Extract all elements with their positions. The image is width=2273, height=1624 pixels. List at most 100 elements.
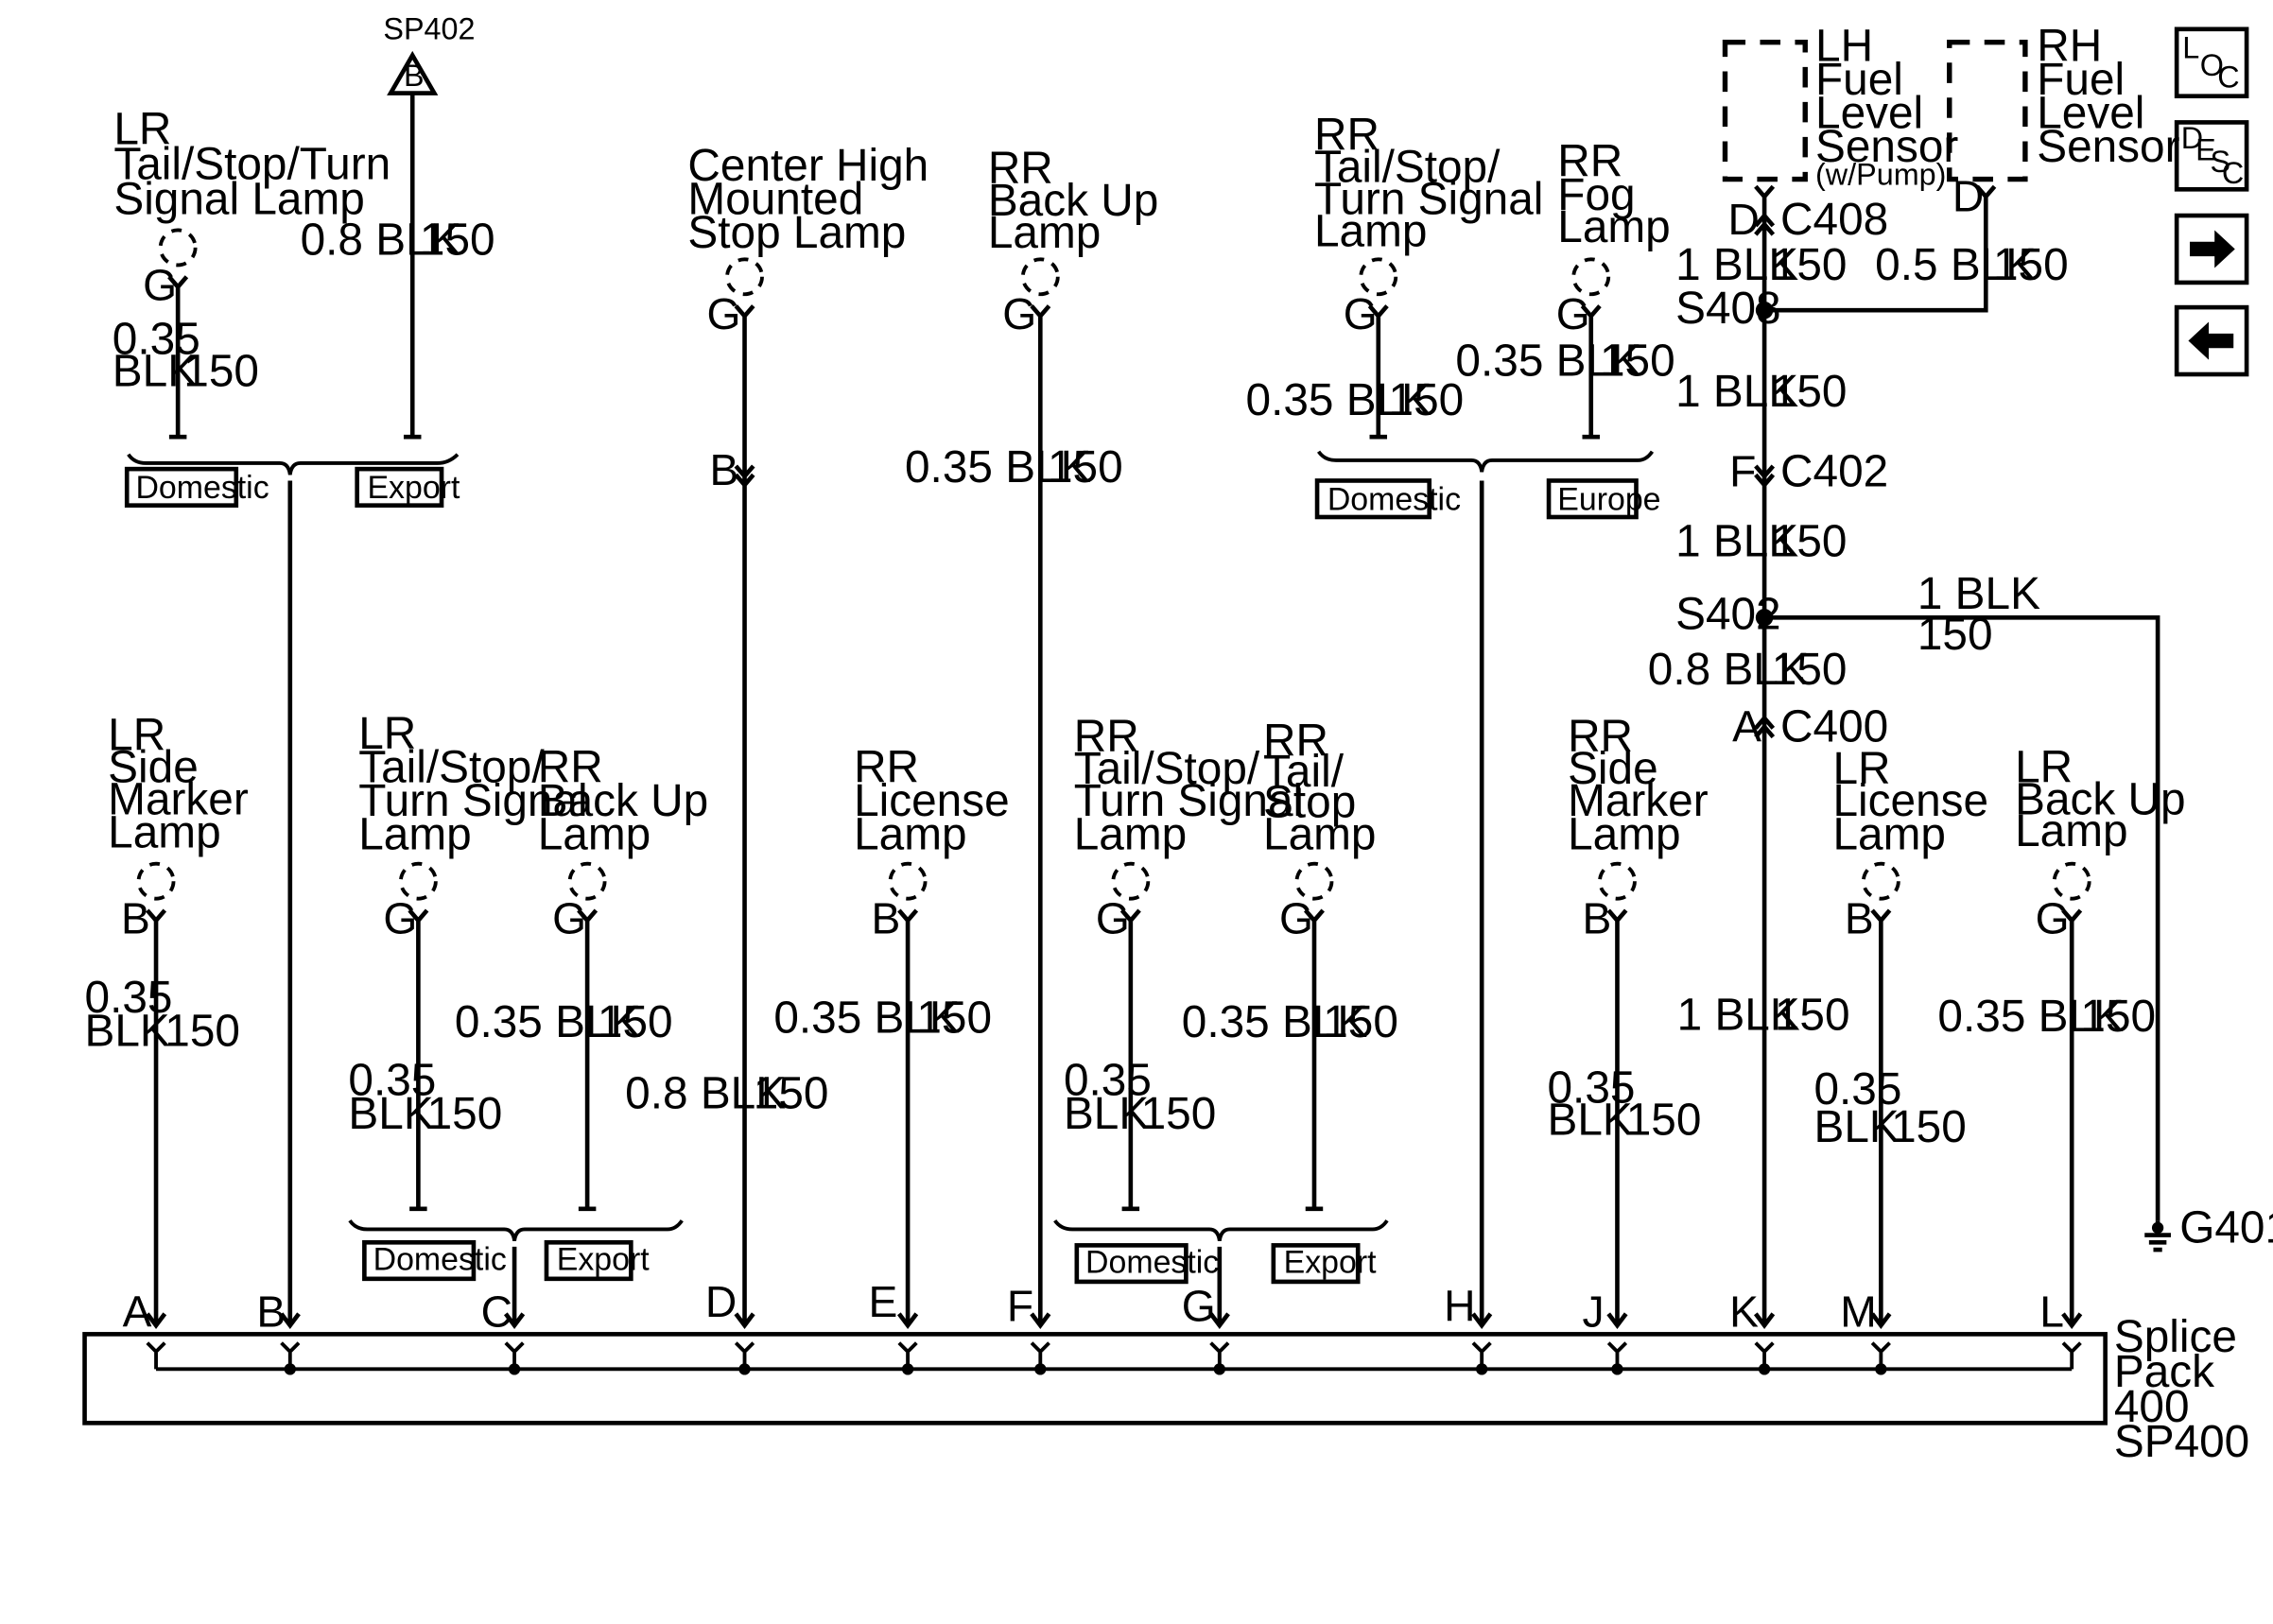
splice-pack-box [82, 1332, 2108, 1425]
svg-text:G: G [706, 289, 740, 338]
svg-text:S: S [2211, 145, 2231, 179]
svg-text:Signal Lamp: Signal Lamp [113, 174, 364, 224]
ground-icon [2144, 1220, 2171, 1253]
svg-text:Fuel: Fuel [2037, 55, 2125, 105]
svg-text:Domestic: Domestic [1085, 1245, 1219, 1281]
svg-text:S402: S402 [1675, 590, 1781, 640]
svg-text:150: 150 [1772, 367, 1848, 417]
svg-text:0.8 BLK: 0.8 BLK [301, 216, 461, 266]
lamp-rr-tail-bottom [1111, 861, 1151, 901]
svg-text:Level: Level [1815, 89, 1923, 139]
svg-text:Mounted: Mounted [687, 174, 863, 224]
svg-text:150: 150 [598, 997, 673, 1047]
svg-text:0.35 BLK: 0.35 BLK [1182, 997, 1368, 1047]
svg-text:150: 150 [754, 1069, 829, 1119]
svg-text:0.35 BLK: 0.35 BLK [1455, 337, 1641, 387]
lamp-rr-side-marker [1598, 861, 1637, 901]
svg-text:G: G [1279, 894, 1313, 943]
svg-text:150: 150 [2080, 992, 2156, 1042]
svg-text:J: J [1582, 1287, 1604, 1337]
svg-text:G: G [1002, 289, 1036, 338]
svg-text:B: B [710, 445, 739, 494]
svg-text:150: 150 [427, 1089, 503, 1139]
svg-text:BLK: BLK [85, 1006, 170, 1056]
svg-text:RR: RR [538, 742, 603, 792]
svg-text:K: K [1729, 1287, 1759, 1337]
svg-text:Export: Export [557, 1242, 650, 1278]
lamp-lr-license [1861, 861, 1900, 901]
svg-text:150: 150 [1389, 375, 1465, 425]
svg-text:B: B [872, 894, 901, 943]
svg-text:Lamp: Lamp [1833, 809, 1946, 859]
svg-text:RR: RR [1263, 717, 1328, 767]
svg-text:D: D [1952, 171, 1984, 220]
svg-text:Turn Signal: Turn Signal [358, 776, 587, 826]
arrow-left-icon[interactable] [2174, 304, 2249, 377]
svg-text:Marker: Marker [1568, 776, 1709, 826]
svg-text:Side: Side [108, 742, 199, 792]
svg-text:150: 150 [420, 216, 495, 266]
svg-text:G: G [552, 894, 586, 943]
svg-text:Lamp: Lamp [1568, 809, 1680, 859]
svg-text:Export: Export [367, 470, 460, 506]
svg-text:0.35 BLK: 0.35 BLK [1937, 992, 2124, 1042]
svg-text:LR: LR [2015, 742, 2073, 792]
lamp-rr-tail-stop [1294, 861, 1334, 901]
svg-text:150: 150 [1323, 997, 1398, 1047]
label-lr-tail-top: LR [113, 105, 171, 155]
svg-text:(w/Pump): (w/Pump) [1815, 158, 1946, 192]
svg-text:Lamp: Lamp [1074, 809, 1187, 859]
svg-text:G: G [143, 260, 177, 309]
svg-text:L: L [2182, 31, 2199, 65]
lamp-lr-tail-bottom [398, 861, 438, 901]
svg-text:0.35 BLK: 0.35 BLK [455, 997, 641, 1047]
svg-text:L: L [2039, 1287, 2064, 1337]
svg-text:150: 150 [183, 346, 259, 396]
svg-text:0.35: 0.35 [1548, 1063, 1636, 1113]
svg-text:RH: RH [2037, 22, 2102, 72]
svg-text:Lamp: Lamp [1557, 202, 1670, 252]
svg-text:Side: Side [1568, 744, 1658, 794]
label-chmsl: Center High [687, 141, 928, 191]
svg-text:G: G [1182, 1282, 1216, 1331]
svg-text:Domestic: Domestic [135, 470, 269, 506]
svg-text:Marker: Marker [108, 774, 249, 824]
svg-text:Fuel: Fuel [1815, 55, 1903, 105]
desc-icon[interactable]: D E S C [2174, 120, 2249, 192]
rh-fuel-sensor-box [1947, 39, 2028, 182]
lamp-chmsl [725, 257, 764, 297]
svg-text:C: C [2217, 60, 2239, 94]
svg-text:G: G [1096, 894, 1130, 943]
svg-text:Domestic: Domestic [373, 1242, 507, 1278]
svg-text:Lamp: Lamp [1263, 809, 1376, 859]
svg-text:RR: RR [1314, 111, 1379, 161]
svg-text:150: 150 [1891, 1102, 1967, 1152]
svg-text:RR: RR [854, 742, 919, 792]
svg-text:A: A [1732, 701, 1761, 751]
svg-text:150: 150 [1775, 990, 1850, 1040]
svg-text:LR: LR [108, 711, 165, 761]
svg-text:A: A [123, 1287, 152, 1337]
svg-text:0.35 BLK: 0.35 BLK [905, 442, 1091, 492]
svg-text:D: D [2181, 121, 2203, 155]
svg-text:H: H [1444, 1282, 1475, 1331]
svg-text:1 BLK: 1 BLK [1675, 517, 1798, 567]
arrow-right-icon[interactable] [2174, 213, 2249, 285]
svg-text:0.5 BLK: 0.5 BLK [1875, 240, 2036, 290]
svg-text:Lamp: Lamp [988, 208, 1101, 258]
svg-text:RR: RR [1074, 712, 1139, 762]
svg-text:Domestic: Domestic [1327, 481, 1461, 517]
svg-text:1 BLK: 1 BLK [1675, 367, 1798, 417]
svg-text:Pack: Pack [2114, 1347, 2214, 1397]
svg-text:Back Up: Back Up [988, 176, 1158, 226]
svg-text:Lamp: Lamp [108, 808, 220, 858]
svg-text:1 BLK: 1 BLK [1675, 240, 1798, 290]
svg-text:G: G [1344, 289, 1378, 338]
loc-icon[interactable]: L O C [2174, 26, 2249, 99]
svg-text:0.8 BLK: 0.8 BLK [1648, 645, 1809, 695]
svg-text:BLK: BLK [1548, 1095, 1633, 1145]
svg-text:Lamp: Lamp [1314, 206, 1427, 256]
svg-text:BLK: BLK [113, 346, 198, 396]
svg-text:Sensor: Sensor [1815, 122, 1958, 172]
